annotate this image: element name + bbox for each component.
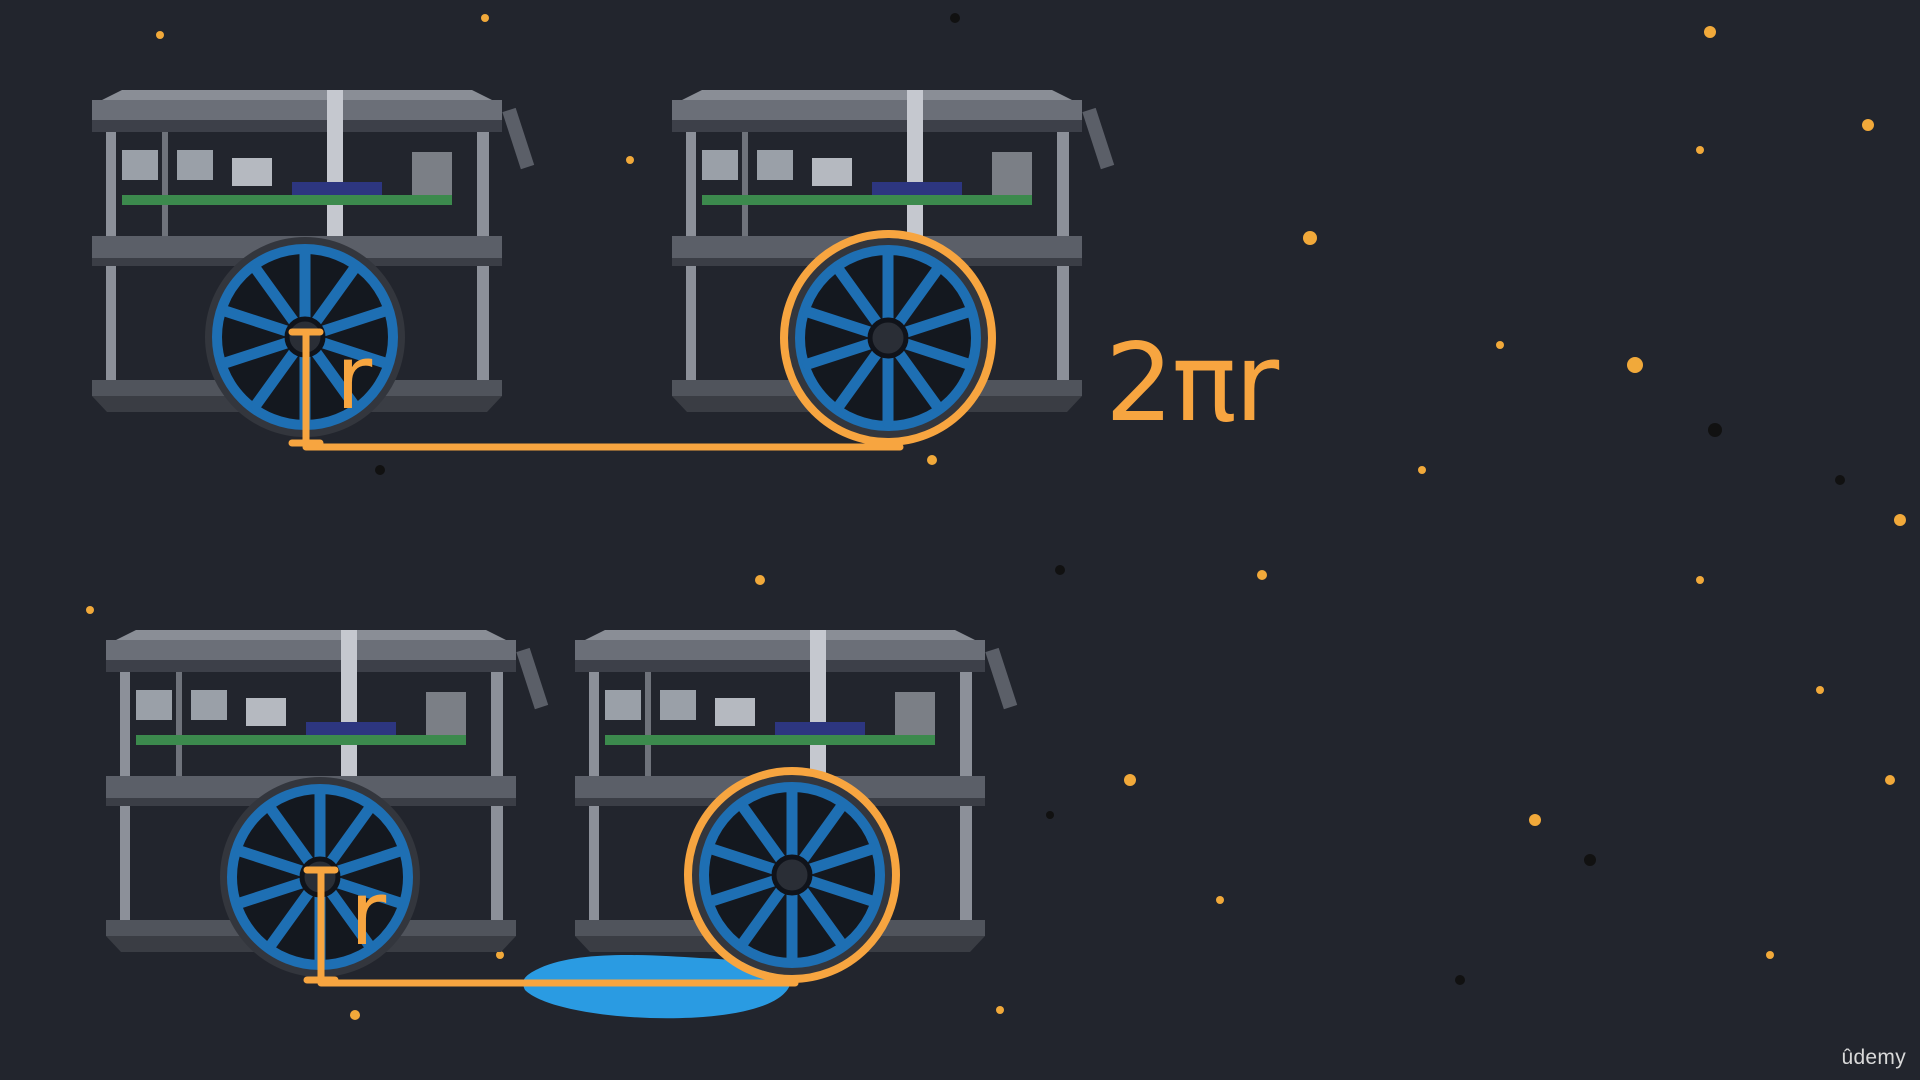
radius-label-bottom: r — [350, 862, 387, 965]
udemy-watermark: ûdemy — [1841, 1046, 1906, 1069]
circumference-formula: 2πr — [1105, 321, 1279, 446]
radius-label-top: r — [336, 326, 373, 429]
puddle-icon — [523, 955, 790, 1019]
robot-bottom-left — [106, 630, 549, 977]
robot-bottom-right — [575, 630, 1018, 983]
background-speckles — [86, 13, 1906, 1020]
radius-marker-top — [288, 328, 324, 447]
robot-top-right — [672, 90, 1115, 446]
wheel-highlight-ring-bottom — [684, 767, 900, 983]
wheel-highlight-ring — [780, 230, 996, 446]
robot-top-left — [92, 90, 535, 437]
